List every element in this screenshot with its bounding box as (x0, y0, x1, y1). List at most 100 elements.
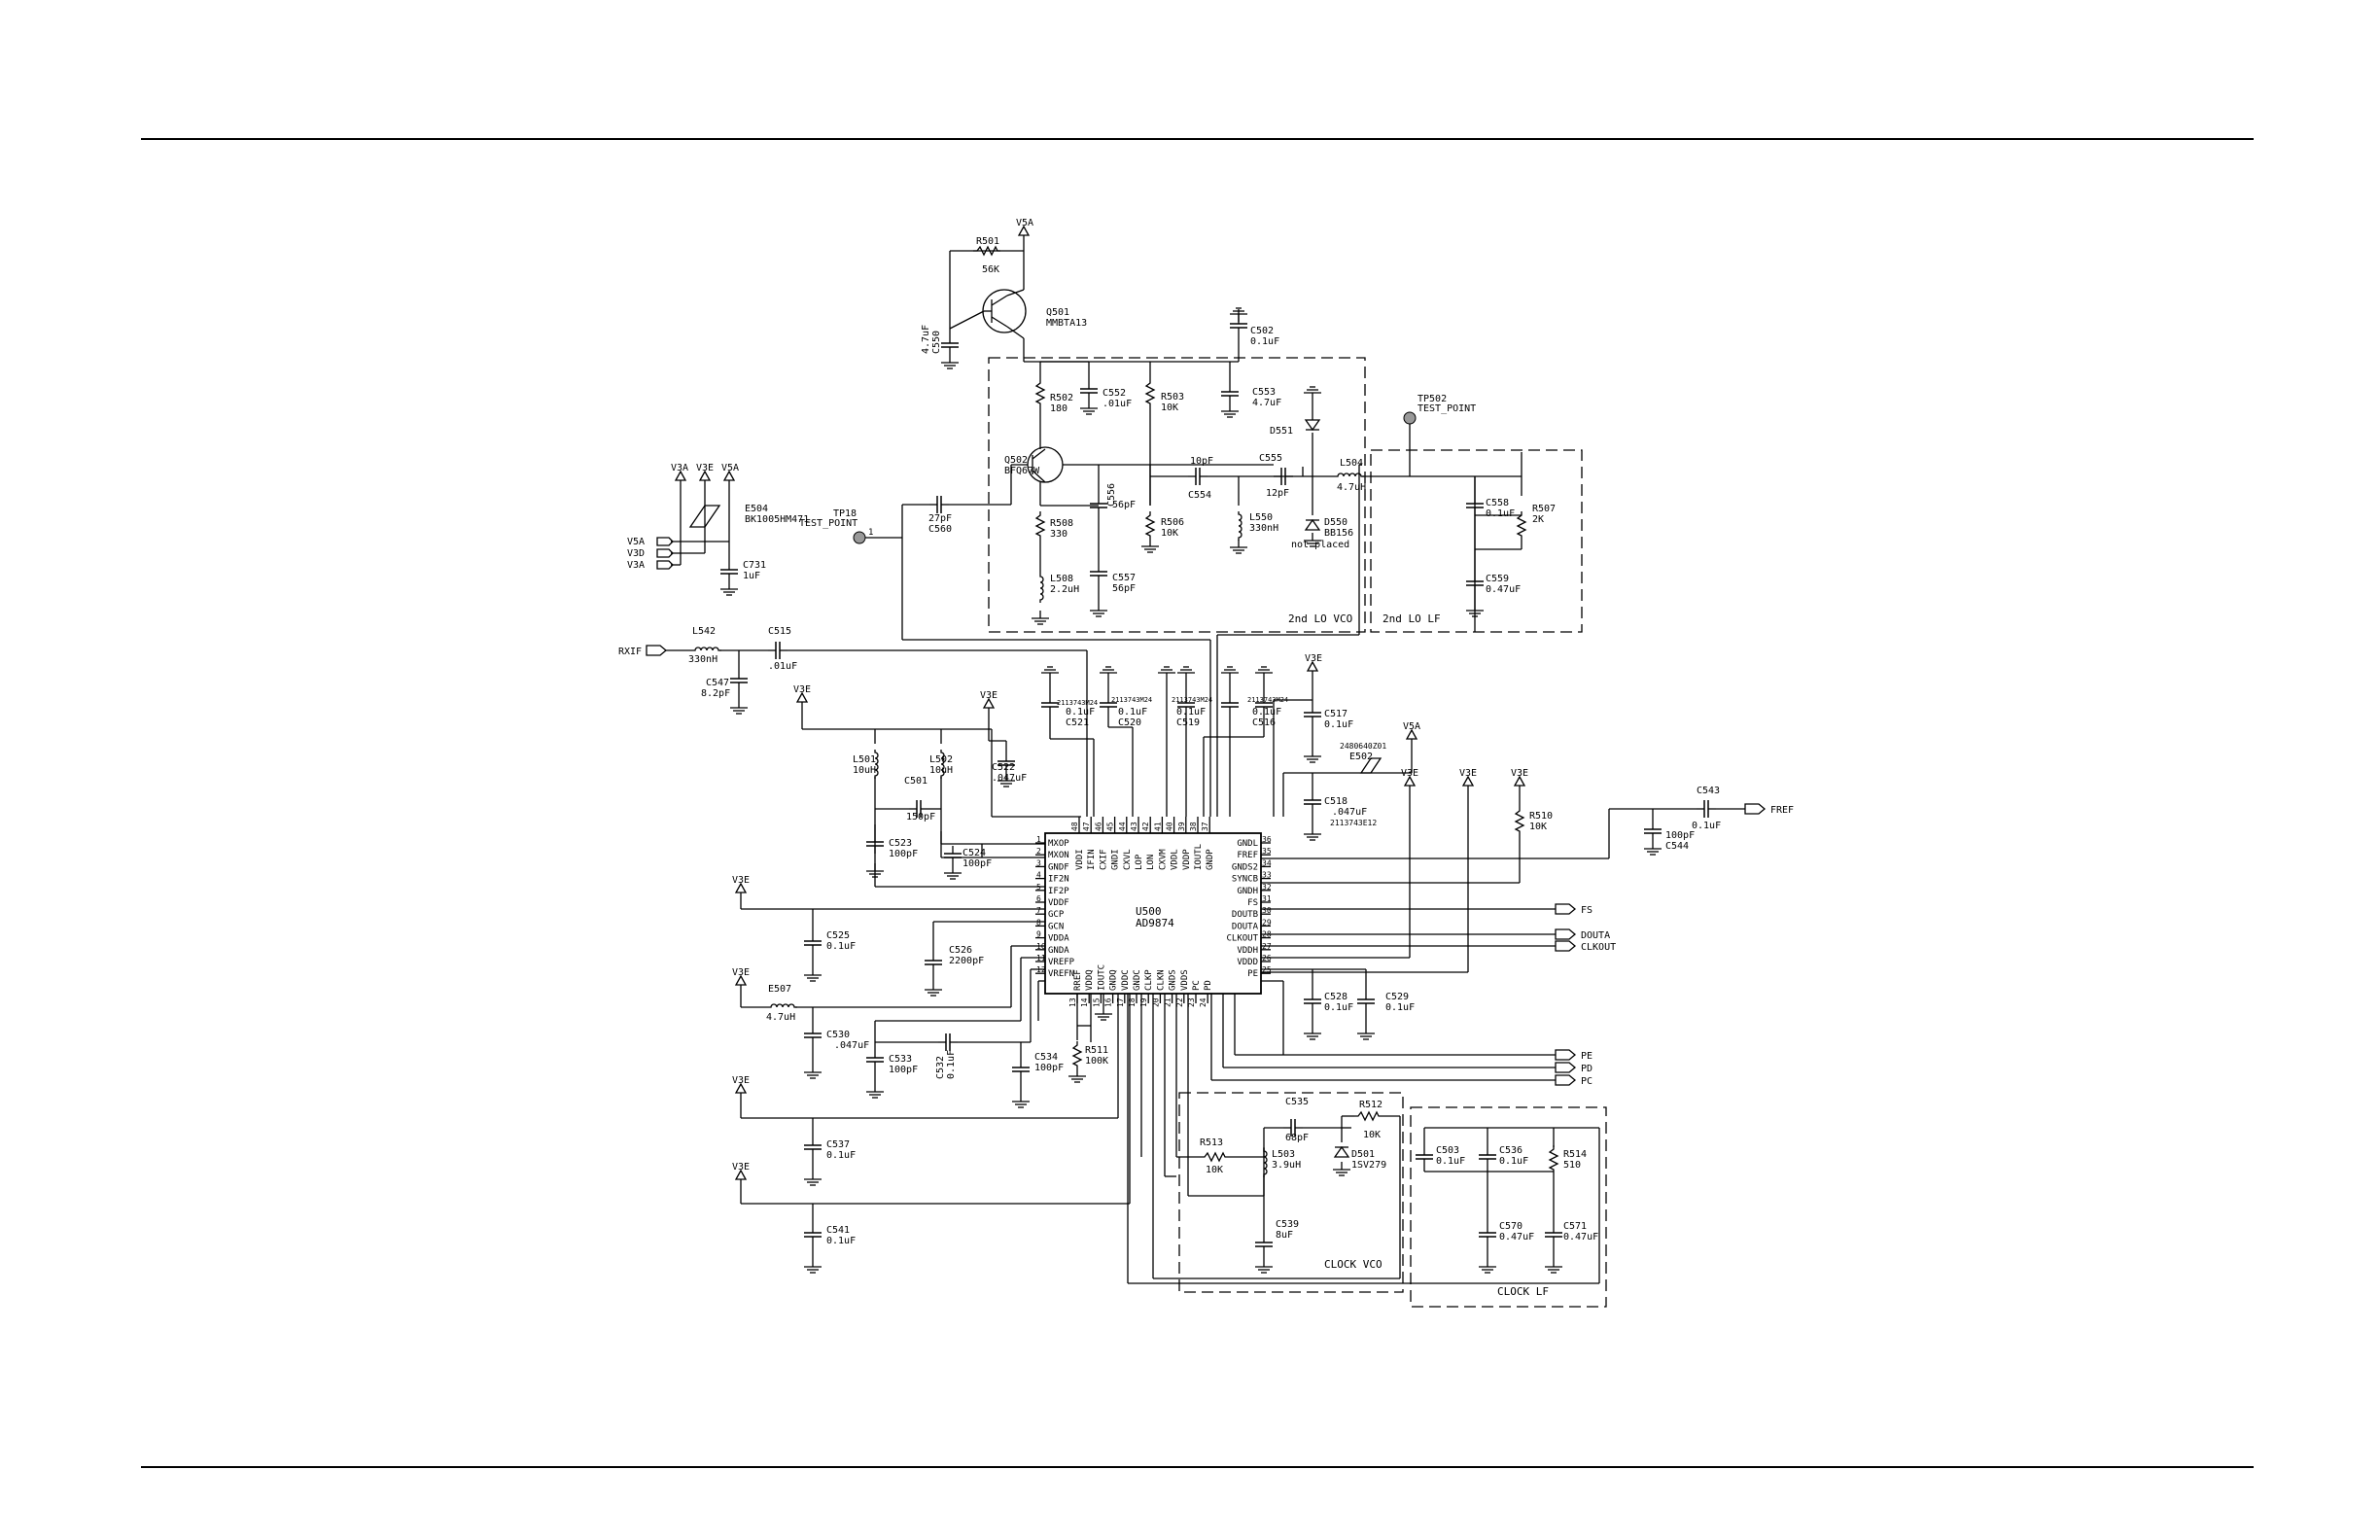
v3e-c541: V3E (732, 1162, 750, 1172)
pin-number: 19 (1139, 998, 1148, 1007)
block-2nd-lo-lf: 2nd LO LF (1370, 449, 1583, 633)
pin-name: IOUTC (1097, 964, 1106, 991)
r507-ref: R507 (1532, 504, 1556, 514)
c534-ref: C534 (1034, 1052, 1058, 1063)
c532-ref: C532 (935, 1056, 946, 1079)
c541-ref: C541 (826, 1225, 850, 1236)
svg-text:CLOCK VCO: CLOCK VCO (1324, 1258, 1382, 1271)
c555-value: 12pF (1266, 488, 1289, 499)
c554-ref: C554 (1188, 490, 1211, 501)
ic-ref: U500 (1136, 905, 1162, 918)
tp502[interactable] (1403, 411, 1417, 438)
c570-value: 0.47uF (1499, 1232, 1534, 1242)
fref-port: FREF (1770, 805, 1794, 816)
pin-number: 23 (1187, 998, 1196, 1007)
c530-value: .047uF (834, 1040, 869, 1051)
tp502-text: TEST_POINT (1418, 403, 1476, 414)
r501-ref: R501 (976, 236, 999, 247)
pin-name: VDDA (1048, 934, 1069, 944)
l503-value: 3.9uH (1272, 1160, 1301, 1171)
d501-ref: D501 (1351, 1149, 1375, 1160)
pin-number: 21 (1164, 998, 1172, 1007)
pin-number: 45 (1106, 822, 1115, 831)
c525-ref: C525 (826, 930, 850, 941)
pin-name: GNDL (1237, 839, 1258, 849)
l542-value: 330nH (688, 654, 718, 665)
c520-ref: C520 (1118, 718, 1141, 728)
tp18[interactable] (853, 531, 866, 544)
c560-value: 27pF (928, 513, 952, 524)
c543-ref: C543 (1697, 786, 1720, 796)
c731-value: 1uF (743, 571, 760, 581)
port-v3d: V3D (627, 548, 645, 559)
c503-value: 0.1uF (1436, 1156, 1465, 1167)
control-ports (1210, 980, 1577, 1086)
c552-value: .01uF (1102, 399, 1132, 409)
pin-name: PC (1192, 980, 1202, 991)
q502-ref: Q502 (1004, 455, 1028, 466)
c518-value: .047uF (1332, 807, 1367, 818)
pin-number: 6 (1036, 894, 1041, 903)
pin-number: 43 (1130, 822, 1138, 831)
pin-name: VDDQ (1085, 969, 1095, 991)
svg-text:2nd LO LF: 2nd LO LF (1382, 612, 1441, 625)
c533-value: 100pF (889, 1065, 918, 1075)
c536-ref: C536 (1499, 1145, 1522, 1156)
left-decoupling (735, 883, 1131, 1274)
c519-ref: C519 (1176, 718, 1200, 728)
ic-part: AD9874 (1136, 917, 1174, 929)
c558-value: 0.1uF (1486, 508, 1515, 519)
c521-ref: C521 (1066, 718, 1089, 728)
q501-part: MMBTA13 (1046, 318, 1087, 329)
c541-value: 0.1uF (826, 1236, 856, 1246)
pin-name: PE (1247, 969, 1258, 979)
pin-name: CXVM (1158, 849, 1168, 870)
pin-name: CLKN (1156, 969, 1166, 991)
c536-value: 0.1uF (1499, 1156, 1528, 1167)
pin-number: 42 (1141, 822, 1150, 831)
l504-ref: L504 (1340, 458, 1363, 469)
c528-ref: C528 (1324, 992, 1348, 1002)
pin-number: 14 (1080, 998, 1089, 1007)
pin-name: VDDD (1237, 958, 1258, 967)
pin-number: 37 (1201, 822, 1209, 831)
c515-value: .01uF (768, 661, 797, 672)
pin-number: 18 (1128, 998, 1137, 1007)
c502-ref: C502 (1250, 326, 1274, 336)
fref-input (1261, 776, 1767, 973)
c528-value: 0.1uF (1324, 1002, 1353, 1013)
c521-value: 0.1uF (1066, 707, 1095, 718)
pin-number: 46 (1094, 822, 1102, 831)
mixer-network (796, 692, 1081, 888)
fs-port: FS (1581, 905, 1592, 916)
rxif-input (646, 641, 1088, 817)
c529-ref: C529 (1385, 992, 1409, 1002)
r506-ref: R506 (1161, 517, 1184, 528)
c547-value: 8.2pF (701, 688, 730, 699)
c560-net (865, 464, 1211, 817)
pin-name: GNDH (1237, 887, 1258, 896)
c537-ref: C537 (826, 1139, 850, 1150)
c537-value: 0.1uF (826, 1150, 856, 1161)
svg-text:CLOCK LF: CLOCK LF (1497, 1285, 1549, 1298)
c544-ref: C544 (1665, 841, 1689, 852)
c556-ref: C556 (1106, 483, 1117, 507)
c554-value: 10pF (1190, 456, 1213, 467)
pin-name: VDDH (1237, 946, 1258, 956)
e502-part: 2480640Z01 (1340, 742, 1386, 751)
c552-ref: C552 (1102, 388, 1126, 399)
douta-port: DOUTA (1581, 930, 1610, 941)
pin-number: 30 (1262, 906, 1272, 915)
r510-value: 10K (1529, 822, 1547, 832)
pin-number: 33 (1262, 871, 1272, 880)
pin-number: 1 (1036, 835, 1041, 844)
c503-ref: C503 (1436, 1145, 1459, 1156)
q501-ref: Q501 (1046, 307, 1069, 318)
c547-ref: C547 (706, 678, 729, 688)
v5a-power-label: V5A (721, 463, 739, 473)
v3e-c522: V3E (980, 690, 998, 701)
c517-value: 0.1uF (1324, 719, 1353, 730)
c535-ref: C535 (1285, 1097, 1309, 1107)
pe-port: PE (1581, 1051, 1592, 1062)
e502-ref: E502 (1349, 752, 1373, 762)
